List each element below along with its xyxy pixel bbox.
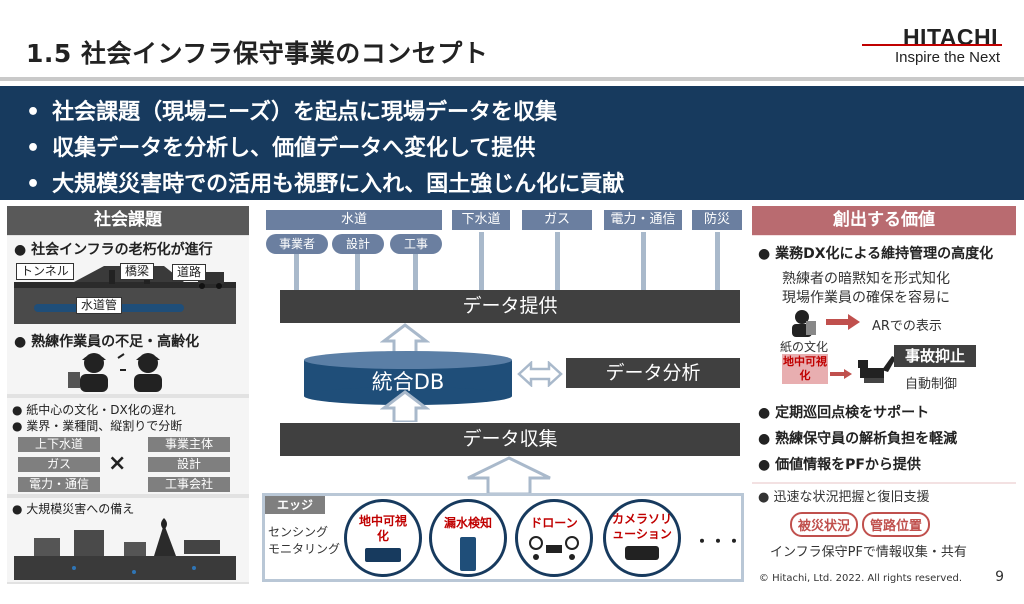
integrated-db-label: 統合DB [371, 370, 445, 394]
underground-visualization-circle: 地中可視化 [344, 499, 422, 577]
role-item: 事業主体 [148, 437, 230, 452]
culture-line-text: 業界・業種間、縦割りで分断 [26, 419, 183, 433]
right-arrow-icon [826, 314, 860, 330]
target-disaster: 防災 [692, 210, 742, 230]
summary-bullet: 大規模災害時での活用も視野に入れ、国土強じん化に貢献 [26, 166, 624, 198]
arrow-up [355, 254, 360, 290]
role-design: 設計 [332, 234, 384, 254]
arrow-up [555, 232, 560, 290]
value-bullet-text: 定期巡回点検をサポート [775, 405, 930, 421]
role-construction: 工事 [390, 234, 442, 254]
summary-bullet: 社会課題（現場ニーズ）を起点に現場データを収集 [26, 94, 557, 126]
sensor-icon [460, 537, 476, 571]
drone-circle: ドローン [515, 499, 593, 577]
monitoring-label: モニタリング [268, 542, 341, 556]
edge-label: エッジ [265, 496, 325, 514]
role-item: 設計 [148, 457, 230, 472]
disaster-title: ● 大規模災害への備え [12, 502, 135, 516]
disaster-illustration [14, 516, 236, 580]
platform-line: インフラ保守PFで情報収集・共有 [770, 545, 967, 560]
target-power: 電力・通信 [604, 210, 682, 230]
edge-to-collect-arrow [464, 456, 554, 496]
data-analysis-box: データ分析 [566, 358, 740, 388]
page-number: 9 [995, 569, 1004, 585]
data-provide-bar: データ提供 [280, 290, 740, 323]
label-bridge: 橋梁 [120, 263, 155, 280]
dx-line: 熟練者の暗黙知を形式知化 [782, 271, 950, 287]
bidirectional-arrow [517, 360, 563, 388]
camera-solution-circle: カメラソリューション [603, 499, 681, 577]
value-heading: 創出する価値 [752, 206, 1016, 235]
industry-item: 電力・通信 [18, 477, 100, 492]
social-issues-heading: 社会課題 [7, 206, 249, 235]
target-water: 水道 [266, 210, 442, 230]
dx-line: 現場作業員の確保を容易に [782, 290, 950, 306]
recovery-title-text: 迅速な状況把握と復旧支援 [773, 490, 930, 505]
header-divider [0, 77, 1024, 81]
arrow-up [479, 232, 484, 290]
role-item: 工事会社 [148, 477, 230, 492]
circle-label: 漏水検知 [443, 516, 492, 530]
summary-banner: 社会課題（現場ニーズ）を起点に現場データを収集 収集データを分析し、価値データへ… [0, 86, 1024, 200]
camera-icon [625, 546, 659, 560]
recovery-title: ● 迅速な状況把握と復旧支援 [758, 490, 930, 505]
cross-mark: × [108, 451, 127, 476]
summary-bullet: 収集データを分析し、価値データへ変化して提供 [26, 130, 535, 162]
role-operator: 事業者 [266, 234, 328, 254]
culture-line-text: 紙中心の文化・DX化の遅れ [26, 403, 176, 417]
worker-tablet-icon [788, 309, 818, 337]
underground-visualization-chip: 地中可視化 [782, 354, 828, 384]
value-bullet: ● 熟練保守員の解析負担を軽減 [758, 431, 958, 447]
integrated-db-cylinder [302, 350, 514, 406]
arrow-up [413, 254, 418, 290]
label-water-pipe: 水道管 [76, 297, 123, 314]
circle-label: ドローン [530, 516, 578, 530]
logo-tagline: Inspire the Next [894, 49, 1000, 66]
workers-icon [66, 350, 186, 392]
industry-item: ガス [18, 457, 100, 472]
accident-prevention-box: 事故抑止 [894, 345, 976, 367]
pipe-location-tag: 管路位置 [862, 512, 931, 537]
logo-underline [862, 44, 1002, 46]
value-bullet-text: 熟練保守員の解析負担を軽減 [775, 431, 958, 447]
copyright: © Hitachi, Ltd. 2022. All rights reserve… [758, 573, 962, 584]
ar-label: ARでの表示 [872, 319, 942, 334]
culture-line: ● 紙中心の文化・DX化の遅れ [12, 403, 176, 417]
label-tunnel: トンネル [16, 263, 74, 280]
leak-detection-circle: 漏水検知 [429, 499, 507, 577]
small-arrow-icon [830, 364, 852, 379]
workers-title-text: 熟練作業員の不足・高齢化 [31, 334, 200, 350]
value-bullet-text: 価値情報をPFから提供 [775, 457, 921, 473]
auto-control-label: 自動制御 [905, 377, 958, 392]
arrow-up [294, 254, 299, 290]
sensing-label: センシング [268, 525, 329, 539]
arrow-up [641, 232, 646, 290]
dx-title-text: 業務DX化による維持管理の高度化 [775, 246, 994, 262]
circle-label: 地中可視化 [359, 514, 408, 543]
page-title: 1.5 社会インフラ保守事業のコンセプト [26, 39, 489, 68]
disaster-title-text: 大規模災害への備え [26, 502, 135, 516]
industry-item: 上下水道 [18, 437, 100, 452]
circle-label: カメラソリューション [611, 512, 672, 541]
aging-title-text: 社会インフラの老朽化が進行 [31, 242, 213, 258]
dx-title: ● 業務DX化による維持管理の高度化 [758, 246, 994, 262]
paper-culture-label: 紙の文化 [780, 340, 829, 354]
excavator-icon [856, 350, 896, 384]
value-bullet: ● 価値情報をPFから提供 [758, 457, 921, 473]
data-collect-bar: データ収集 [280, 423, 740, 456]
more-ellipsis: ・・・ [694, 532, 743, 551]
truck-icon [365, 548, 401, 562]
target-sewer: 下水道 [452, 210, 510, 230]
hitachi-logo: HITACHI [902, 24, 998, 50]
drone-icon [518, 535, 590, 564]
label-road: 道路 [172, 264, 207, 281]
aging-title: ● 社会インフラの老朽化が進行 [14, 242, 213, 258]
culture-line: ● 業界・業種間、縦割りで分断 [12, 419, 183, 433]
damage-status-tag: 被災状況 [790, 512, 859, 537]
collect-to-db-arrow [379, 390, 431, 424]
target-gas: ガス [522, 210, 592, 230]
value-bullet: ● 定期巡回点検をサポート [758, 405, 930, 421]
arrow-up [715, 232, 720, 290]
workers-title: ● 熟練作業員の不足・高齢化 [14, 334, 200, 350]
